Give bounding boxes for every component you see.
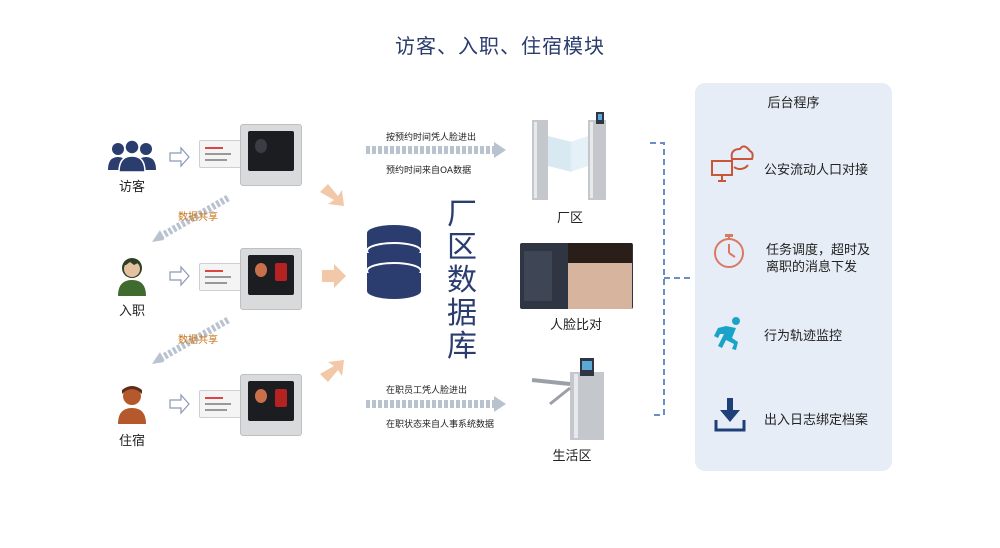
person-label-dorm: 住宿 xyxy=(118,434,145,449)
database-icon xyxy=(365,225,423,305)
bracket-connector xyxy=(650,142,690,416)
database-label-char: 据 xyxy=(447,296,477,331)
database-label-char: 数 xyxy=(447,263,477,298)
data-share-arrow-1 xyxy=(152,194,230,242)
factory-gate-image xyxy=(528,112,614,208)
face-compare-photo xyxy=(520,243,633,309)
data-share-arrow-2 xyxy=(152,316,230,364)
flow-bottom-above-label: 在职员工凭人脸进出 xyxy=(386,386,468,396)
panel-item-2-label-line2: 离职的消息下发 xyxy=(766,260,858,275)
living-turnstile-image xyxy=(530,358,616,446)
zone-label-face-compare: 人脸比对 xyxy=(549,318,602,333)
panel-item-4-label: 出入日志绑定档案 xyxy=(764,413,869,428)
id-reader-terminal xyxy=(240,124,302,186)
id-card-image xyxy=(199,390,243,418)
cloud-sync-icon xyxy=(710,145,754,189)
backend-panel-title: 后台程序 xyxy=(767,96,820,111)
stopwatch-icon xyxy=(712,233,746,273)
database-label-char: 库 xyxy=(447,329,477,364)
flow-arrow-factory xyxy=(366,142,506,158)
flow-arrow-onboard xyxy=(169,265,190,287)
flow-arrow-dorm xyxy=(169,393,190,415)
face-terminal xyxy=(240,248,302,310)
database-label-char: 厂 xyxy=(447,197,477,232)
zone-label-factory: 厂区 xyxy=(556,211,583,226)
database-label: 厂 区 数 据 库 xyxy=(442,198,482,363)
panel-item-1-label: 公安流动人口对接 xyxy=(764,163,869,178)
zone-label-living: 生活区 xyxy=(552,449,592,464)
download-icon xyxy=(714,398,746,436)
new-employee-icon xyxy=(116,256,148,300)
data-share-label-2: 数据共享 xyxy=(178,335,218,346)
panel-item-3-label: 行为轨迹监控 xyxy=(764,329,843,344)
flow-top-above-label: 按预约时间凭人脸进出 xyxy=(386,133,477,143)
running-person-icon xyxy=(712,316,748,356)
id-card-image xyxy=(199,140,243,168)
id-card-image xyxy=(199,263,243,291)
db-arrow-top xyxy=(320,184,344,206)
person-label-onboard: 入职 xyxy=(118,304,145,319)
flow-arrow-living xyxy=(366,396,506,412)
panel-item-2-label-line1: 任务调度，超时及 xyxy=(766,243,871,258)
person-label-visitor: 访客 xyxy=(118,180,145,195)
resident-icon xyxy=(116,384,148,428)
flow-arrow-visitor xyxy=(169,146,190,168)
visitor-group-icon xyxy=(108,139,156,176)
data-share-label-1: 数据共享 xyxy=(178,212,218,223)
face-terminal xyxy=(240,374,302,436)
db-arrow-bottom xyxy=(320,360,344,382)
db-arrow-mid xyxy=(322,264,346,288)
database-label-char: 区 xyxy=(447,230,477,265)
flow-bottom-below-label: 在职状态来自人事系统数据 xyxy=(386,420,495,430)
page-title: 访客、入职、住宿模块 xyxy=(395,34,605,58)
flow-top-below-label: 预约时间来自OA数据 xyxy=(386,166,472,176)
